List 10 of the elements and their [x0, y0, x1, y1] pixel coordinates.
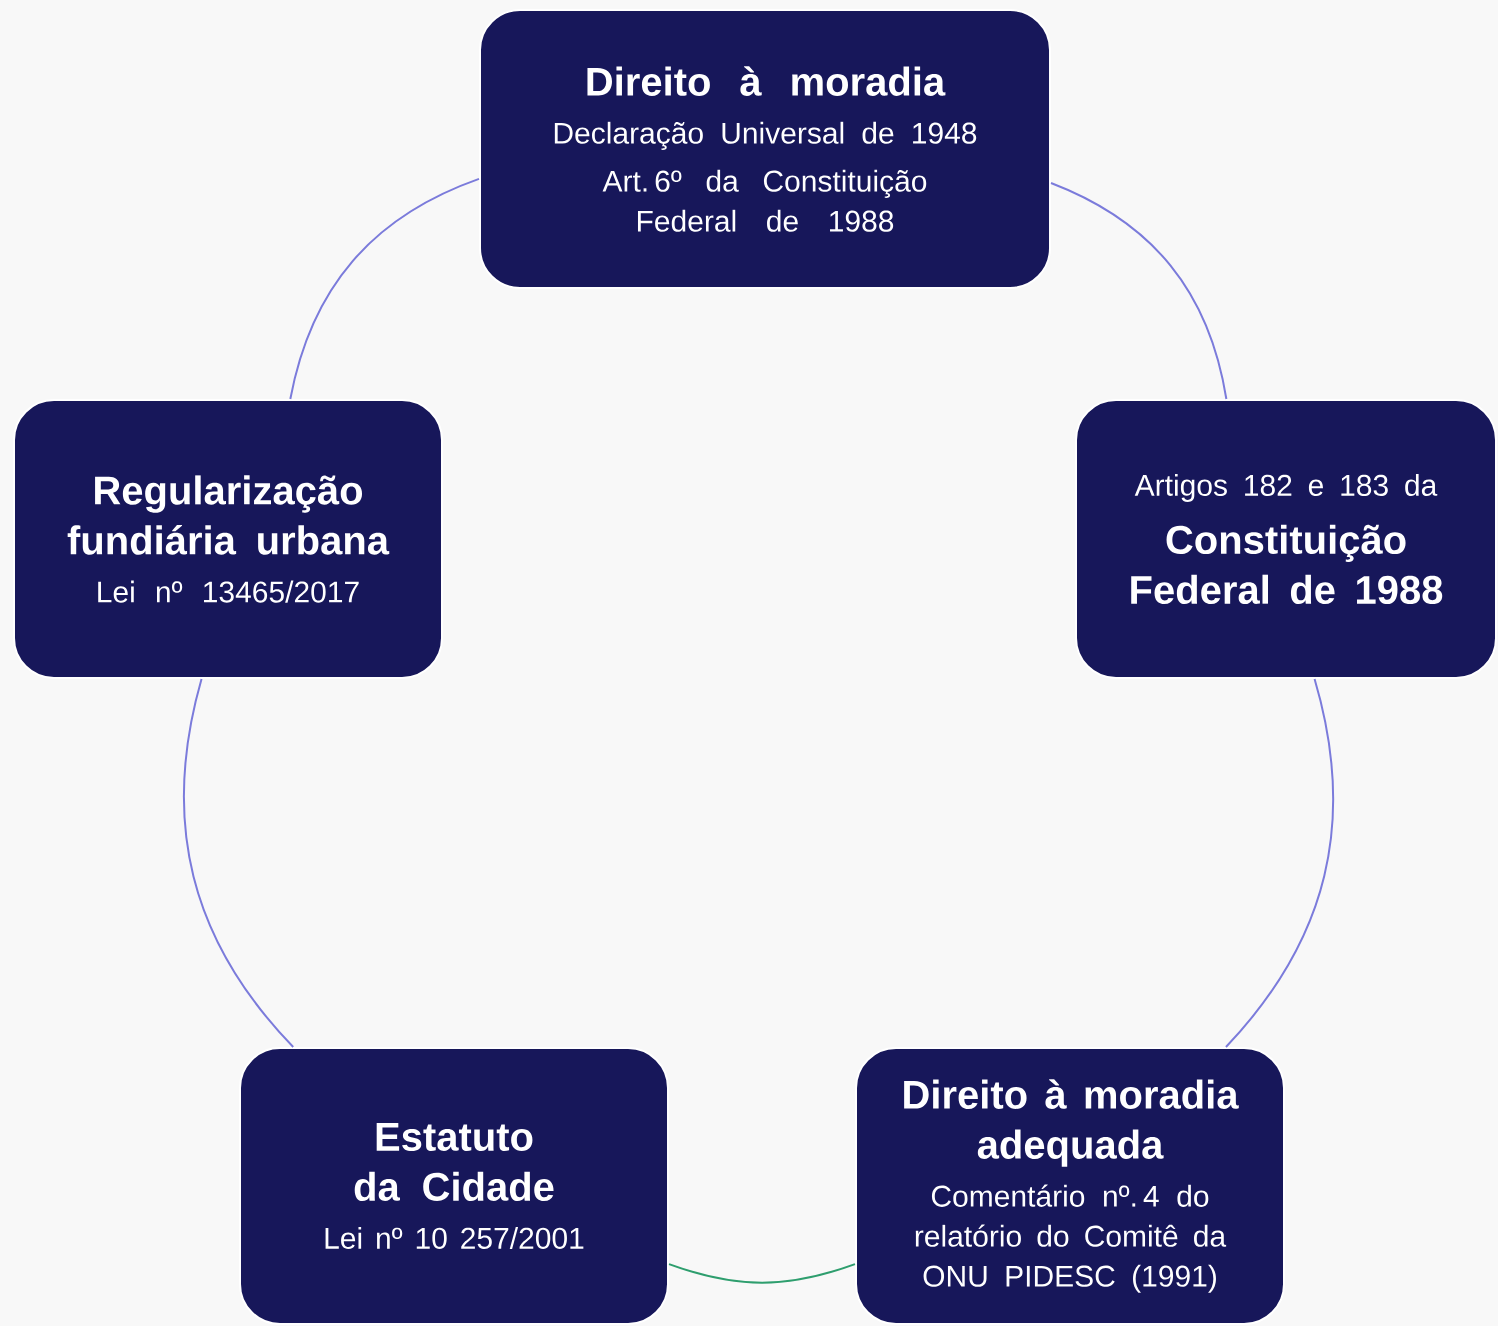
- text-box: Direito à moradia adequada Comentário nº. 4 do relatório do Comitê da ONU PIDESC (1991): [855, 1047, 1285, 1325]
- connector-arc: [183, 678, 295, 1048]
- text-box: Direito à moradia Declaração Universal de 1948 Art. 6º da Constituição Federal de 1988: [479, 9, 1051, 289]
- connector-arc: [1224, 678, 1334, 1048]
- connector-arc: [1050, 182, 1228, 400]
- text-box: Artigos 182 e 183 da Constituição Federal de 1988: [1075, 399, 1497, 679]
- text-box: Estatuto da Cidade Lei nº 10 257/2001: [239, 1047, 669, 1325]
- text-box: Regularização fundiária urbana Lei nº 13465/2017: [13, 399, 443, 679]
- connector-arc: [289, 177, 480, 400]
- connector-arc: [668, 1263, 856, 1284]
